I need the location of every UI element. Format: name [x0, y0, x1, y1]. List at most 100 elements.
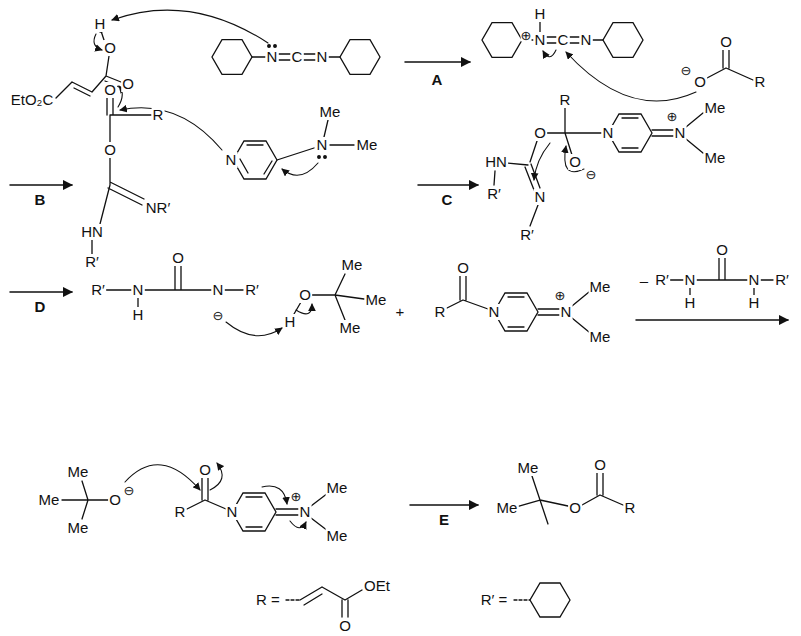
- atom-label: N: [225, 152, 238, 168]
- atom-label: N: [132, 282, 145, 298]
- atom-label: R: [174, 504, 187, 520]
- charge-symbol: ⊕: [667, 110, 678, 123]
- atom-label: N: [226, 504, 239, 520]
- atom-label: C: [291, 49, 304, 65]
- atom-label: Me: [517, 460, 540, 476]
- step-label: C: [441, 192, 454, 208]
- atom-label: H: [684, 295, 697, 311]
- atom-label: R: [754, 74, 767, 90]
- fumarate-bonds: [56, 31, 121, 98]
- atom-label: N: [266, 49, 279, 65]
- atom-label: R: [152, 107, 165, 123]
- tert-butoxide-bonds: [62, 481, 108, 519]
- acylpyridinium-bonds: [447, 276, 589, 332]
- atom-label: N: [602, 125, 615, 141]
- atom-label: Me: [356, 137, 379, 153]
- charge-symbol: ⊕: [521, 29, 532, 42]
- atom-label: +: [395, 304, 406, 320]
- atom-label: N: [748, 272, 761, 288]
- atom-label: R′: [519, 227, 535, 243]
- atom-label: Me: [326, 528, 349, 544]
- acylpyridinium-bonds: [187, 478, 328, 531]
- reaction-arrow: [10, 62, 788, 505]
- charge-symbol: ⊖: [586, 168, 597, 181]
- atom-label: Me: [38, 492, 61, 508]
- atom-label: N: [488, 304, 501, 320]
- atom-label: Me: [704, 100, 727, 116]
- atom-label: Me: [589, 329, 612, 345]
- ester-product-bonds: [519, 473, 623, 524]
- charge-symbol: ⊖: [124, 484, 135, 497]
- protonated-dcc-bonds: [482, 22, 753, 80]
- charge-symbol: ⊖: [213, 309, 224, 322]
- atom-label: R: [434, 304, 447, 320]
- atom-label: O: [533, 125, 547, 141]
- charge-symbol: ⊕: [555, 289, 566, 302]
- atom-label: Me: [326, 480, 349, 496]
- atom-label: N: [316, 137, 329, 153]
- atom-label: N: [580, 32, 593, 48]
- atom-label: R′: [774, 272, 790, 288]
- dcc-bonds: [212, 40, 380, 75]
- atom-label: R′: [84, 254, 100, 270]
- atom-label: Me: [67, 464, 90, 480]
- dmap-bonds: [233, 120, 354, 179]
- charge-symbol: ⊕: [291, 490, 302, 503]
- charge-symbol: ⊖: [681, 64, 692, 77]
- atom-label: H: [132, 307, 145, 323]
- atom-label: O: [171, 250, 185, 266]
- atom-label: EtO₂C: [10, 92, 55, 108]
- atom-label: O: [103, 40, 117, 56]
- atom-label: O: [198, 462, 212, 478]
- atom-label: O: [338, 618, 352, 634]
- atom-label: Me: [589, 279, 612, 295]
- atom-label: Me: [496, 500, 519, 516]
- atom-label: N: [212, 282, 225, 298]
- step-label: B: [34, 192, 47, 208]
- atom-label: Me: [319, 104, 342, 120]
- atom-label: O: [568, 500, 582, 516]
- substituent-bonds: [286, 583, 570, 617]
- atom-label: Me: [341, 257, 364, 273]
- step-label: A: [431, 72, 444, 88]
- atom-label: O: [568, 154, 582, 170]
- atom-label: O: [593, 457, 607, 473]
- atom-label: R′: [244, 282, 260, 298]
- atom-label: O: [715, 242, 729, 258]
- atom-label: H: [94, 16, 107, 32]
- atom-label: Me: [704, 150, 727, 166]
- atom-label: O: [298, 287, 312, 303]
- atom-label: R′ =: [480, 592, 509, 608]
- atom-label: O: [108, 492, 122, 508]
- atom-label: O: [719, 34, 733, 50]
- atom-label: –: [639, 273, 649, 289]
- atom-label: OEt: [363, 578, 391, 594]
- step-label: D: [34, 299, 47, 315]
- atom-label: N: [316, 49, 329, 65]
- atom-label: N: [674, 125, 687, 141]
- atom-label: O: [456, 260, 470, 276]
- atom-label: C: [557, 32, 570, 48]
- urea-anion-bonds: [106, 266, 364, 320]
- atom-label: N: [534, 32, 547, 48]
- atom-label: R′: [90, 282, 106, 298]
- atom-label: R =: [255, 592, 281, 608]
- atom-label: R′: [486, 186, 502, 202]
- atom-label: O: [103, 82, 117, 98]
- atom-label: N: [560, 304, 573, 320]
- atom-label: Me: [67, 520, 90, 536]
- atom-label: O: [103, 142, 117, 158]
- atom-label: H: [748, 295, 761, 311]
- atom-label: N: [299, 504, 312, 520]
- atom-label: N: [684, 272, 697, 288]
- atom-label: H: [534, 6, 547, 22]
- atom-label: Me: [339, 320, 362, 336]
- atom-label: R: [624, 500, 637, 516]
- curved-arrow: [94, 10, 696, 528]
- step-label: E: [438, 512, 450, 528]
- atom-label: H: [284, 314, 297, 330]
- atom-label: HN: [484, 154, 508, 170]
- atom-label: O: [121, 76, 135, 92]
- atom-label: R′: [654, 272, 670, 288]
